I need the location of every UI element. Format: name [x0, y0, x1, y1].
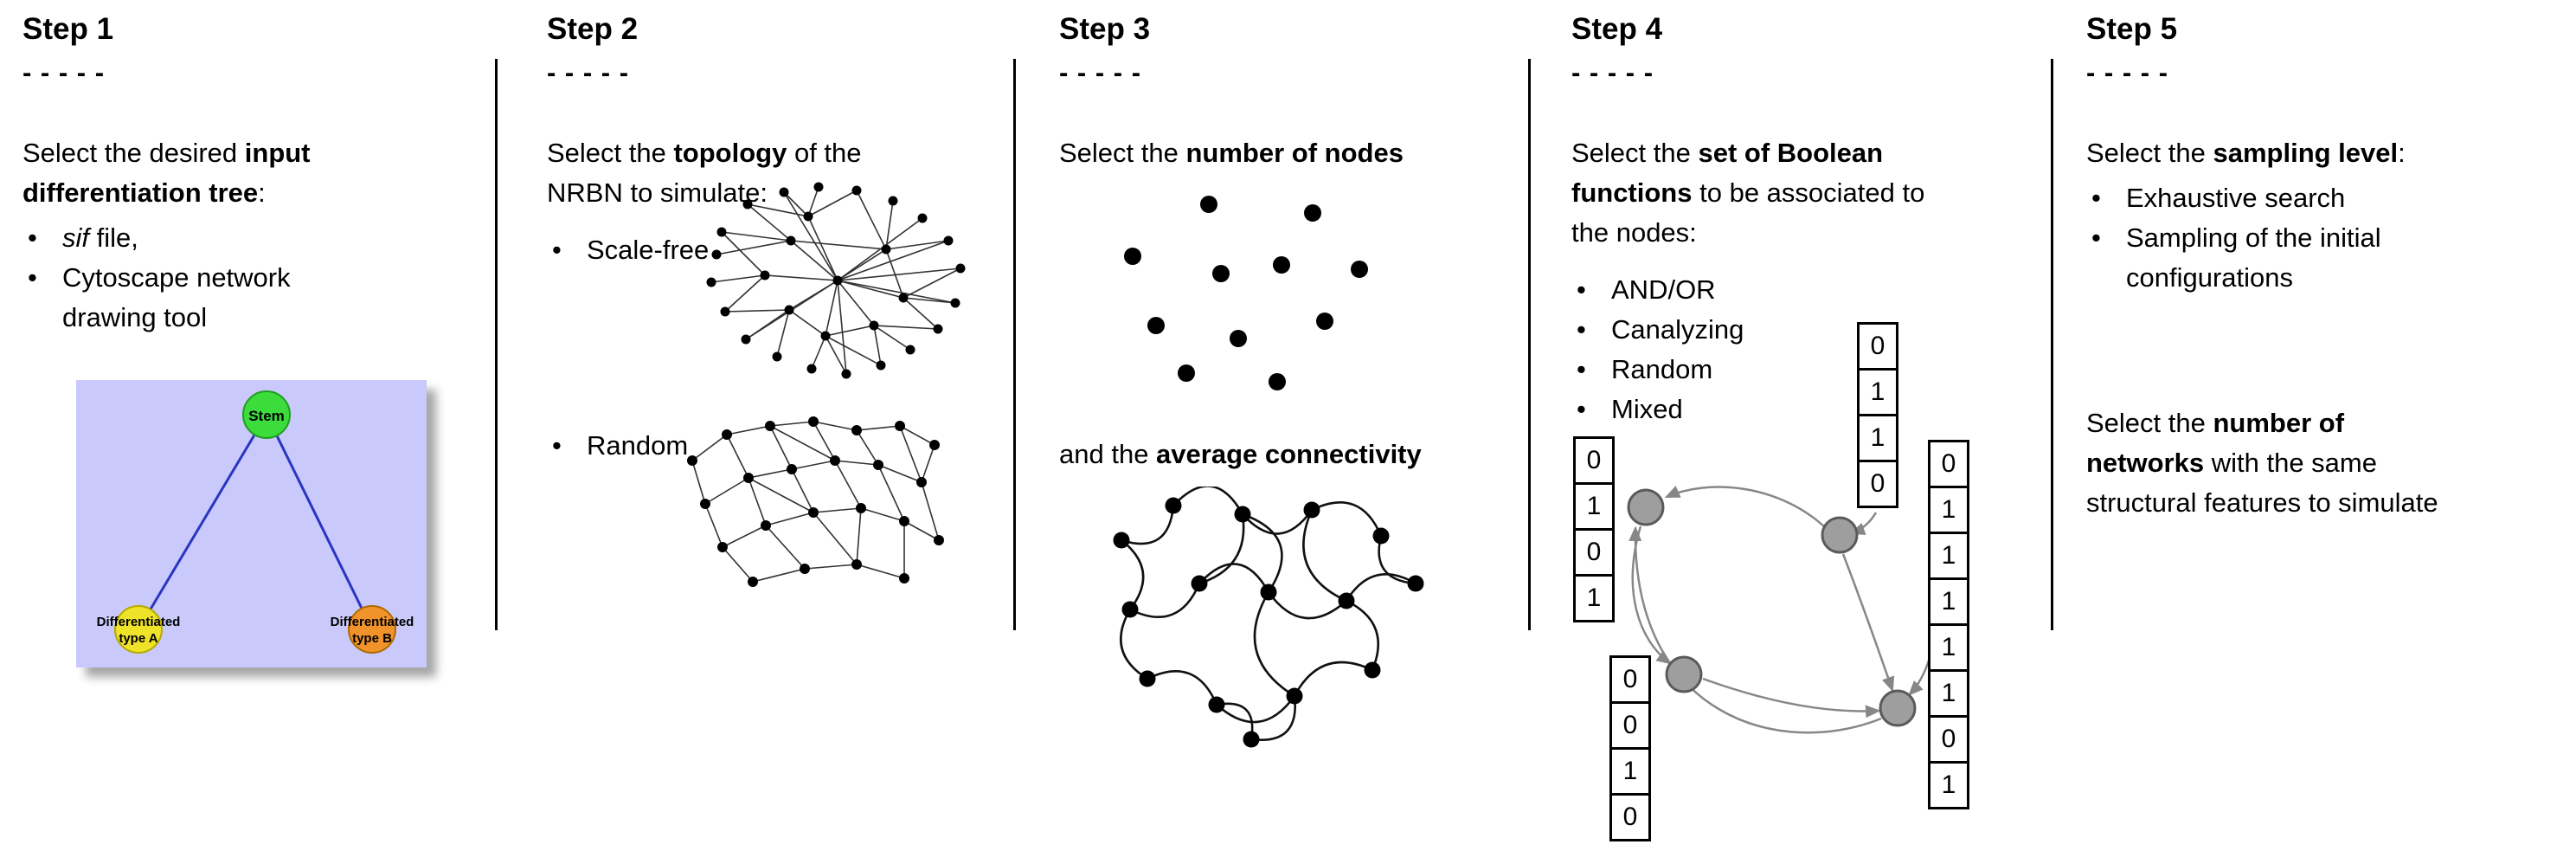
type-a-label-line1: Differentiated: [97, 615, 181, 629]
edge-b-to-d: [1841, 553, 1895, 693]
type-b-label-line1: Differentiated: [331, 615, 414, 629]
random-network: [687, 416, 944, 587]
network-node-d: [1879, 689, 1917, 727]
truth-cell: 1: [1609, 747, 1651, 796]
tree-edge-b: [265, 414, 374, 630]
step-3-connectivity-text: and the average connectivity: [1059, 439, 1422, 469]
scale-free-network: [706, 182, 966, 379]
truth-cell: 0: [1573, 528, 1615, 577]
truth-cell: 1: [1928, 761, 1969, 809]
truth-cell: 1: [1573, 482, 1615, 531]
list-item-scale-free: • Scale-free: [552, 235, 710, 265]
boolean-function-options: • AND/OR • Canalyzing • Random • Mixed: [1571, 270, 1857, 429]
step-3-separator: - - - - -: [1059, 57, 1142, 87]
type-b-label-line2: type B: [352, 631, 392, 646]
sampling-options: • Exhaustive search • Sampling of the in…: [2086, 178, 2458, 298]
truth-cell: 1: [1573, 574, 1615, 622]
list-item-exhaustive: • Exhaustive search: [2091, 183, 2346, 213]
differentiation-tree-panel: Stem Differentiated type A Differentiate…: [76, 380, 427, 667]
network-node-c: [1665, 655, 1703, 693]
step-1-separator: - - - - -: [22, 57, 106, 87]
network-node-a: [1627, 488, 1665, 526]
truth-cell: 1: [1857, 368, 1898, 416]
truth-table-left: 0 1 0 1: [1573, 436, 1615, 622]
list-item-mixed: • Mixed: [1577, 394, 1683, 424]
scale-free-option: • Scale-free: [547, 230, 806, 270]
step-3-title: Step 3: [1059, 12, 1151, 46]
step-1-options: • sif file, • Cytoscape network drawing …: [22, 218, 317, 338]
step-4-separator: - - - - -: [1571, 57, 1654, 87]
truth-cell: 0: [1928, 440, 1969, 488]
step-5-separator: - - - - -: [2086, 57, 2169, 87]
network-node-b: [1821, 516, 1859, 554]
list-item-random: • Random: [552, 430, 689, 461]
truth-table-top: 0 1 1 0: [1857, 322, 1898, 508]
list-item-and-or: • AND/OR: [1577, 274, 1716, 305]
step-2-title: Step 2: [547, 12, 639, 46]
tree-edge-a: [137, 414, 268, 630]
column-divider-3: [1528, 59, 1531, 630]
step-5-instruction: Select the sampling level:: [2086, 138, 2406, 168]
truth-cell: 0: [1609, 701, 1651, 750]
truth-table-bottom: 0 0 1 0: [1609, 655, 1651, 841]
list-item-cytoscape: • Cytoscape network drawing tool: [28, 262, 291, 332]
truth-cell: 0: [1928, 715, 1969, 764]
step-3-instruction: Select the number of nodes: [1059, 138, 1404, 168]
truth-cell: 1: [1857, 414, 1898, 462]
list-item-random-function: • Random: [1577, 354, 1713, 384]
boolean-network-diagram: 0 1 1 0 0 1 0 1 0 0 1 0 0 1 1 1: [1571, 322, 1982, 851]
connectivity-network: [1113, 487, 1424, 748]
truth-cell: 1: [1928, 577, 1969, 626]
step-2-separator: - - - - -: [547, 57, 630, 87]
type-a-label-line2: type A: [119, 631, 157, 646]
column-divider-1: [495, 59, 498, 630]
nodes-dots: [1124, 196, 1368, 390]
edge-a-to-c: [1631, 525, 1673, 665]
list-item-canalyzing: • Canalyzing: [1577, 314, 1744, 345]
step-4-title: Step 4: [1571, 12, 1663, 46]
boolean-network-graph: [1627, 486, 1938, 734]
truth-cell: 0: [1857, 460, 1898, 508]
truth-cell: 0: [1609, 793, 1651, 841]
list-item-sif-file: • sif file,: [28, 222, 138, 253]
truth-cell: 1: [1928, 669, 1969, 718]
edge-c-to-d: [1702, 677, 1881, 719]
differentiation-tree: Stem Differentiated type A Differentiate…: [76, 380, 427, 667]
type-a-node: [114, 605, 163, 654]
truth-cell: 1: [1928, 532, 1969, 580]
column-divider-2: [1013, 59, 1016, 630]
step-1-title: Step 1: [22, 12, 114, 46]
stem-label: Stem: [248, 408, 285, 424]
list-item-sampling-initial: • Sampling of the initial configurations: [2091, 222, 2381, 293]
random-option: • Random: [547, 426, 806, 466]
truth-cell: 1: [1928, 623, 1969, 672]
column-divider-4: [2051, 59, 2053, 630]
truth-cell: 0: [1609, 655, 1651, 704]
truth-cell: 0: [1573, 436, 1615, 485]
edge-d-to-a: [1628, 525, 1882, 734]
truth-table-right: 0 1 1 1 1 1 0 1: [1928, 440, 1969, 809]
truth-cell: 0: [1857, 322, 1898, 371]
truth-cell: 1: [1928, 486, 1969, 534]
stem-node: [242, 390, 291, 439]
edge-b-to-a: [1664, 486, 1825, 527]
step-5-title: Step 5: [2086, 12, 2178, 46]
type-b-node: [348, 605, 396, 654]
